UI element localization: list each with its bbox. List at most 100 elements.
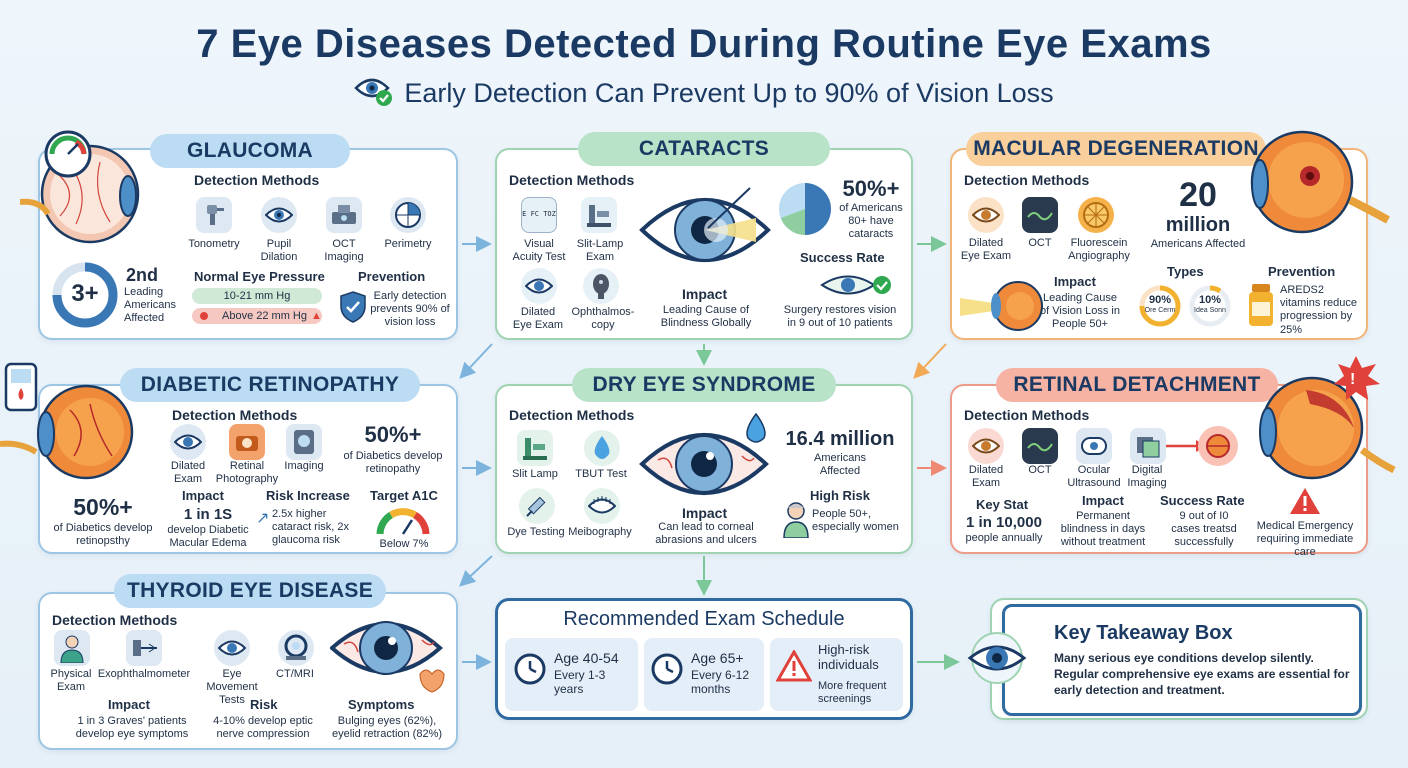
glaucoma-detection-label: Detection Methods (194, 172, 320, 188)
retinal-impact-text: Permanent blindness in days without trea… (1060, 510, 1146, 549)
cataracts-success-label: Success Rate (800, 250, 885, 265)
oct-icon (1022, 428, 1058, 464)
method-label: Meibography (568, 526, 632, 538)
method-label: Imaging (284, 460, 324, 472)
wet-type-ring (1188, 284, 1232, 333)
ultrasound-icon (1076, 428, 1112, 464)
method-label: Dye Testing (507, 526, 565, 538)
diabetic-stat-left: 50%+ (73, 494, 133, 520)
macular-prevention-label: Prevention (1268, 264, 1336, 279)
dryeye-risk-text: People 50+, especially women (812, 508, 899, 534)
diabetic-impact-value: 1 in 1S (183, 506, 233, 523)
glaucoma-prevention-text: Early detection prevents 90% of vision l… (370, 290, 450, 329)
eye-icon (261, 197, 297, 233)
method-label: Physical Exam (50, 668, 92, 694)
macular-impact-label: Impact (1054, 274, 1096, 289)
takeaway-title: Key Takeaway Box (1054, 622, 1233, 644)
camera-icon (229, 424, 265, 460)
retinal-key-label: Key Stat (976, 497, 1029, 512)
macular-stat: 20 (1179, 176, 1217, 214)
type1-name: Ore Cerm (1144, 307, 1176, 314)
dryeye-stat: 16.4 million (785, 428, 895, 450)
thyroid-risk-text: 4-10% develop eptic nerve compression (213, 715, 313, 741)
macular-stat-unit: million (1165, 214, 1231, 236)
method-label: Perimetry (384, 238, 432, 250)
macular-light-eye-icon (960, 278, 1044, 339)
diabetic-stat-right-desc: of Diabetics develop retinopathy (343, 450, 443, 476)
method-label: Retinal Photography (215, 460, 279, 486)
meibography-icon (584, 488, 620, 524)
method-label: Exophthalmometer (97, 668, 191, 680)
glucose-meter-icon (0, 360, 150, 485)
eye-icon (962, 632, 1032, 689)
drop-icon (584, 430, 620, 466)
dryeye-detection-label: Detection Methods (509, 407, 635, 423)
clock-icon (513, 652, 547, 691)
diabetic-title: DIABETIC RETINOPATHY (120, 368, 420, 402)
method-label: Visual Acuity Test (512, 238, 566, 264)
glaucoma-rank-desc: Leading Americans Affected (124, 286, 176, 325)
oct-icon (326, 197, 362, 233)
clock-icon (650, 652, 684, 691)
glaucoma-rank-ring (50, 260, 120, 335)
diabetic-impact-label: Impact (182, 488, 224, 503)
type2-pct: 10% (1198, 294, 1222, 306)
pressure-high-bar: Above 22 mm Hg ▲ (192, 308, 322, 324)
retinal-key-value: 1 in 10,000 (966, 514, 1042, 531)
takeaway-text: Many serious eye conditions develop sile… (1054, 651, 1350, 698)
dryeye-stat-desc: Americans Affected (814, 452, 866, 478)
warning-icon (1288, 486, 1322, 521)
page-subtitle: Early Detection Can Prevent Up to 90% of… (404, 78, 1054, 108)
dryeye-title: DRY EYE SYNDROME (572, 368, 836, 402)
eye-icon (214, 630, 250, 666)
method-label: TBUT Test (575, 468, 627, 480)
thyroid-impact-text: 1 in 3 Graves' patients develop eye symp… (75, 715, 189, 741)
doctor-icon (54, 630, 90, 666)
pressure-high-text: Above 22 mm Hg (222, 310, 307, 322)
schedule-freq: Every 1-3 years (554, 668, 606, 696)
digital-imaging-icon (1130, 428, 1166, 464)
cataract-eye-illustration (638, 180, 772, 285)
cataracts-stat-desc: of Americans 80+ have cataracts (839, 202, 903, 241)
glaucoma-rank-badge: 3+ (71, 280, 99, 307)
cataracts-detection-label: Detection Methods (509, 172, 635, 188)
gauge-icon (376, 506, 430, 543)
cataracts-stat: 50%+ (842, 176, 900, 201)
eye-check-icon (820, 270, 896, 305)
method-label: OCT (1028, 237, 1052, 249)
schedule-age: Age 40-54 (554, 650, 619, 666)
perimetry-icon (390, 197, 426, 233)
shield-check-icon (338, 290, 368, 329)
retinal-detection-label: Detection Methods (964, 407, 1090, 423)
retinal-title: RETINAL DETACHMENT (996, 368, 1278, 402)
diabetic-impact-text: develop Diabetic Macular Edema (167, 524, 249, 550)
macular-prevention-text: AREDS2 vitamins reduce progression by 25… (1280, 284, 1358, 336)
retinal-impact-label: Impact (1082, 493, 1124, 508)
glaucoma-prevention-label: Prevention (358, 269, 426, 284)
elderly-person-icon (782, 500, 810, 543)
angiography-icon (1078, 197, 1114, 233)
retinal-success-label: Success Rate (1160, 493, 1245, 508)
warning-icon (775, 648, 813, 687)
thyroid-impact-label: Impact (108, 697, 150, 712)
retinal-eye-illustration: ! (1246, 354, 1396, 489)
eye-icon (170, 424, 206, 460)
glaucoma-eye-illustration (19, 124, 150, 249)
dry-type-ring (1138, 284, 1182, 333)
diabetic-a1c-label: Target A1C (370, 488, 438, 503)
type2-name: Idea Sonn (1194, 307, 1226, 314)
glaucoma-rank: 2nd (126, 265, 159, 285)
macular-title: MACULAR DEGENERATION (966, 132, 1266, 166)
schedule-title: Recommended Exam Schedule (563, 608, 845, 630)
thyroid-detection-label: Detection Methods (52, 612, 178, 628)
eye-icon (968, 428, 1004, 464)
method-label: Dilated Exam (170, 460, 206, 486)
method-label: Eye Movement Tests (206, 668, 258, 707)
ct-scanner-icon (278, 630, 314, 666)
pressure-label: Normal Eye Pressure (194, 269, 325, 284)
retinal-emergency-text: Medical Emergency requiring immediate ca… (1256, 520, 1354, 559)
slit-lamp-icon (517, 430, 553, 466)
dry-eye-illustration (638, 410, 778, 515)
oct-icon (1022, 197, 1058, 233)
diabetic-a1c-value: Below 7% (379, 538, 429, 550)
